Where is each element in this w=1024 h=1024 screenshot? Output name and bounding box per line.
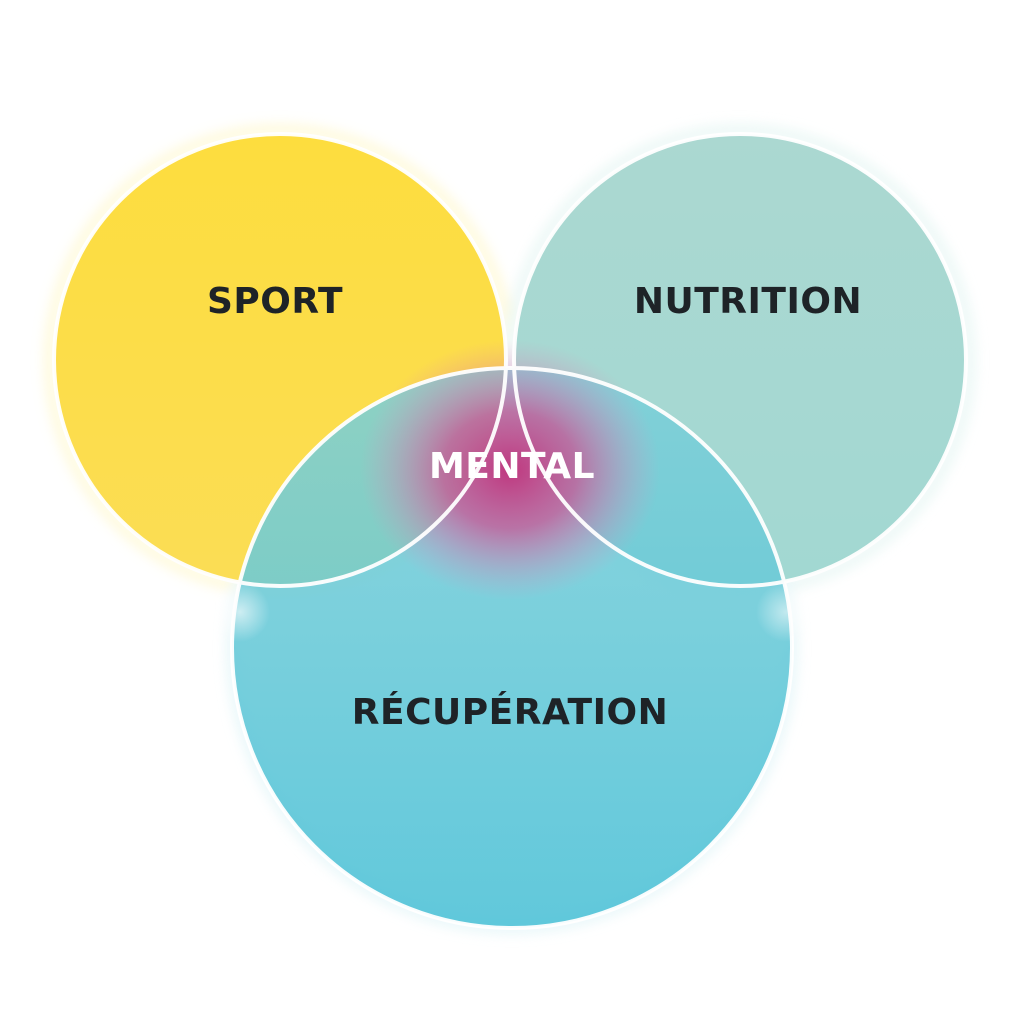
highlight-right bbox=[756, 582, 816, 642]
highlight-top bbox=[482, 152, 542, 212]
label-sport: SPORT bbox=[207, 281, 343, 322]
highlight-left bbox=[210, 582, 270, 642]
outline-nutrition bbox=[512, 132, 968, 588]
outline-sport bbox=[52, 132, 508, 588]
label-nutrition: NUTRITION bbox=[634, 281, 862, 322]
center-glow bbox=[360, 340, 660, 600]
label-recuperation: RÉCUPÉRATION bbox=[352, 691, 668, 733]
label-mental: MENTAL bbox=[429, 446, 595, 487]
outline-recuperation bbox=[230, 366, 794, 930]
circle-outlines bbox=[52, 132, 968, 930]
